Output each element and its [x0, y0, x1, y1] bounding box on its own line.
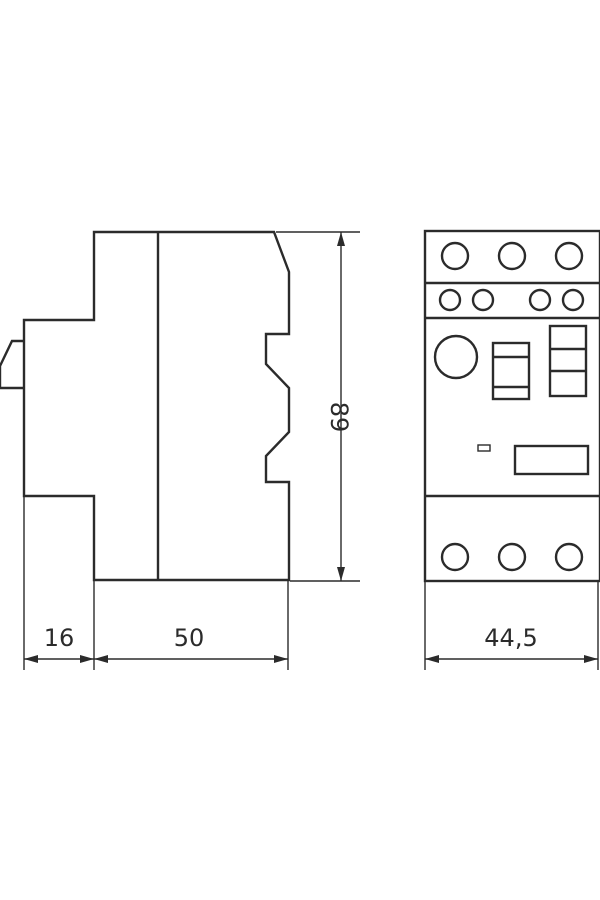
front-view-housing-outline: [423, 229, 600, 583]
aux-terminal-screw-3: [528, 288, 552, 312]
aux-terminal-screw-1: [438, 288, 462, 312]
arrowhead-89-top: [337, 232, 345, 246]
side-view-housing-outline: [22, 230, 291, 582]
dimension-lines: [23, 231, 599, 670]
bottom-terminal-screw-3: [554, 542, 584, 572]
bottom-terminal-screw-1: [440, 542, 470, 572]
setting-window: [491, 341, 531, 401]
front-view: [423, 229, 600, 583]
arrowhead-50-left: [94, 655, 108, 663]
push-button-panel: [548, 324, 588, 398]
dimension-label-44-5: 44,5: [484, 624, 537, 652]
aux-terminal-screw-4: [561, 288, 585, 312]
status-indicator: [477, 444, 491, 452]
arrowhead-44-5-right: [584, 655, 598, 663]
side-view: [0, 230, 291, 582]
side-view-knob: [0, 339, 24, 390]
label-field: [513, 444, 590, 476]
top-terminal-screw-2: [497, 241, 527, 271]
rotary-knob: [433, 334, 479, 380]
arrowhead-89-bottom: [337, 567, 345, 581]
arrowhead-44-5-left: [425, 655, 439, 663]
dimension-label-16: 16: [44, 624, 75, 652]
bottom-terminal-screw-2: [497, 542, 527, 572]
arrowhead-16-right: [80, 655, 94, 663]
dimension-label-50: 50: [174, 624, 205, 652]
arrowhead-50-right: [274, 655, 288, 663]
top-terminal-screw-1: [440, 241, 470, 271]
arrowhead-16-left: [24, 655, 38, 663]
aux-terminal-screw-2: [471, 288, 495, 312]
top-terminal-screw-3: [554, 241, 584, 271]
dimension-label-89: 89: [325, 402, 353, 433]
